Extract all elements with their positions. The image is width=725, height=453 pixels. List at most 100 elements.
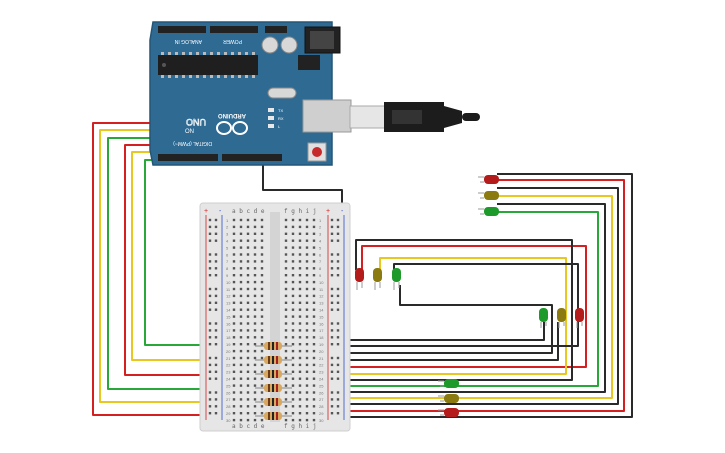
- rail-hole[interactable]: [208, 225, 212, 229]
- breadboard-hole[interactable]: [305, 253, 309, 256]
- breadboard-hole[interactable]: [246, 274, 250, 277]
- breadboard-hole[interactable]: [232, 377, 236, 380]
- wire-red-led1[interactable]: [345, 245, 587, 368]
- resistor-6[interactable]: [255, 412, 292, 420]
- breadboard-hole[interactable]: [291, 322, 295, 325]
- breadboard-hole[interactable]: [239, 225, 243, 229]
- breadboard-hole[interactable]: [298, 418, 302, 422]
- breadboard-hole[interactable]: [305, 343, 309, 346]
- breadboard-hole[interactable]: [312, 405, 316, 408]
- rail-hole[interactable]: [214, 356, 218, 360]
- rail-hole[interactable]: [330, 287, 334, 291]
- breadboard-hole[interactable]: [305, 363, 309, 367]
- rail-hole[interactable]: [330, 301, 334, 304]
- wire-green-led3[interactable]: [345, 211, 599, 387]
- breadboard-hole[interactable]: [291, 391, 295, 394]
- rail-hole[interactable]: [330, 370, 334, 373]
- breadboard-hole[interactable]: [239, 398, 243, 401]
- breadboard-hole[interactable]: [246, 218, 250, 222]
- rail-hole[interactable]: [208, 232, 212, 235]
- breadboard-hole[interactable]: [246, 225, 250, 229]
- breadboard-hole[interactable]: [312, 384, 316, 387]
- breadboard-hole[interactable]: [232, 267, 236, 270]
- breadboard-hole[interactable]: [305, 267, 309, 270]
- breadboard-hole[interactable]: [260, 377, 264, 380]
- rail-hole[interactable]: [336, 267, 340, 270]
- breadboard-hole[interactable]: [284, 218, 288, 222]
- breadboard-hole[interactable]: [232, 246, 236, 249]
- rail-hole[interactable]: [214, 398, 218, 401]
- rail-hole[interactable]: [330, 363, 334, 367]
- breadboard-hole[interactable]: [312, 260, 316, 263]
- breadboard-hole[interactable]: [232, 391, 236, 394]
- usb-cable-icon[interactable]: [349, 102, 480, 132]
- breadboard-hole[interactable]: [284, 301, 288, 304]
- breadboard-hole[interactable]: [312, 308, 316, 311]
- breadboard-hole[interactable]: [298, 329, 302, 332]
- breadboard-hole[interactable]: [291, 329, 295, 332]
- wire-black-top-2[interactable]: [345, 173, 633, 418]
- breadboard-hole[interactable]: [312, 322, 316, 325]
- breadboard-hole[interactable]: [284, 267, 288, 270]
- breadboard-hole[interactable]: [305, 308, 309, 311]
- breadboard-hole[interactable]: [291, 260, 295, 263]
- breadboard-hole[interactable]: [253, 322, 257, 325]
- rail-hole[interactable]: [214, 377, 218, 380]
- breadboard-hole[interactable]: [239, 349, 243, 353]
- breadboard-hole[interactable]: [239, 239, 243, 242]
- rail-hole[interactable]: [214, 225, 218, 229]
- wire-red-long[interactable]: [92, 122, 215, 416]
- breadboard-hole[interactable]: [291, 232, 295, 235]
- rail-hole[interactable]: [336, 287, 340, 291]
- breadboard-hole[interactable]: [291, 349, 295, 353]
- breadboard-hole[interactable]: [253, 253, 257, 256]
- breadboard-hole[interactable]: [246, 294, 250, 298]
- breadboard-hole[interactable]: [312, 274, 316, 277]
- breadboard-hole[interactable]: [284, 294, 288, 298]
- rail-hole[interactable]: [208, 356, 212, 360]
- breadboard-hole[interactable]: [232, 384, 236, 387]
- breadboard-hole[interactable]: [298, 260, 302, 263]
- breadboard-hole[interactable]: [253, 370, 257, 373]
- rail-hole[interactable]: [336, 356, 340, 360]
- rail-hole[interactable]: [214, 218, 218, 222]
- breadboard-hole[interactable]: [291, 294, 295, 298]
- led-green-right[interactable]: [539, 308, 548, 328]
- rail-hole[interactable]: [330, 218, 334, 222]
- breadboard-hole[interactable]: [312, 329, 316, 332]
- breadboard-hole[interactable]: [246, 280, 250, 284]
- rail-hole[interactable]: [208, 336, 212, 339]
- rail-hole[interactable]: [208, 363, 212, 367]
- breadboard-hole[interactable]: [260, 398, 264, 401]
- breadboard-hole[interactable]: [232, 343, 236, 346]
- breadboard-hole[interactable]: [298, 274, 302, 277]
- breadboard-hole[interactable]: [284, 246, 288, 249]
- breadboard-hole[interactable]: [260, 246, 264, 249]
- breadboard-hole[interactable]: [260, 253, 264, 256]
- breadboard-hole[interactable]: [232, 253, 236, 256]
- breadboard-hole[interactable]: [246, 232, 250, 235]
- breadboard-hole[interactable]: [298, 377, 302, 380]
- breadboard-hole[interactable]: [232, 239, 236, 242]
- breadboard-hole[interactable]: [260, 267, 264, 270]
- rail-hole[interactable]: [330, 412, 334, 415]
- breadboard-hole[interactable]: [298, 370, 302, 373]
- breadboard-hole[interactable]: [298, 322, 302, 325]
- breadboard-hole[interactable]: [312, 343, 316, 346]
- breadboard-hole[interactable]: [253, 398, 257, 401]
- breadboard-hole[interactable]: [253, 280, 257, 284]
- breadboard-hole[interactable]: [246, 391, 250, 394]
- rail-hole[interactable]: [214, 370, 218, 373]
- breadboard-hole[interactable]: [239, 370, 243, 373]
- rail-hole[interactable]: [330, 232, 334, 235]
- rail-hole[interactable]: [214, 308, 218, 311]
- rail-hole[interactable]: [214, 301, 218, 304]
- breadboard-hole[interactable]: [239, 356, 243, 360]
- rail-hole[interactable]: [336, 363, 340, 367]
- breadboard[interactable]: a b c d e f g h i j a b c d e f g h i j …: [199, 202, 351, 432]
- breadboard-hole[interactable]: [260, 349, 264, 353]
- breadboard-hole[interactable]: [291, 343, 295, 346]
- breadboard-hole[interactable]: [260, 391, 264, 394]
- breadboard-hole[interactable]: [232, 260, 236, 263]
- breadboard-hole[interactable]: [260, 301, 264, 304]
